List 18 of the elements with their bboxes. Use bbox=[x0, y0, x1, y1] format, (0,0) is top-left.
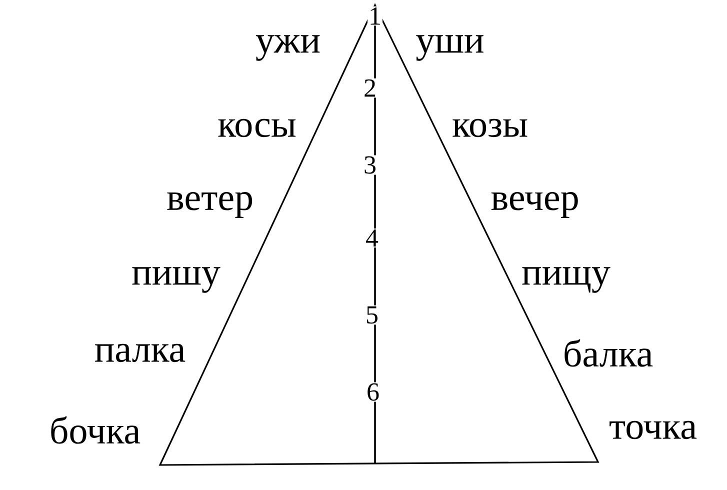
word-label: палка bbox=[95, 344, 186, 362]
word-label: пищу bbox=[522, 267, 610, 293]
number-label: 4 bbox=[364, 228, 380, 248]
number-label: 2 bbox=[362, 78, 378, 98]
word-label: уши bbox=[416, 35, 484, 61]
number-label: 6 bbox=[366, 382, 380, 402]
word-label: бочка bbox=[51, 416, 140, 444]
number-label: 1 bbox=[368, 6, 382, 26]
number-label: 3 bbox=[362, 155, 378, 175]
word-label: ветер bbox=[167, 192, 252, 218]
word-label: вечер bbox=[491, 192, 578, 218]
number-label: 5 bbox=[364, 305, 380, 325]
word-label: балка bbox=[564, 339, 653, 367]
word-label: козы bbox=[452, 118, 528, 138]
word-label: ужи bbox=[256, 35, 320, 61]
word-label: пишу bbox=[132, 267, 220, 293]
word-label: точка bbox=[610, 420, 696, 440]
word-label: косы bbox=[218, 118, 296, 138]
